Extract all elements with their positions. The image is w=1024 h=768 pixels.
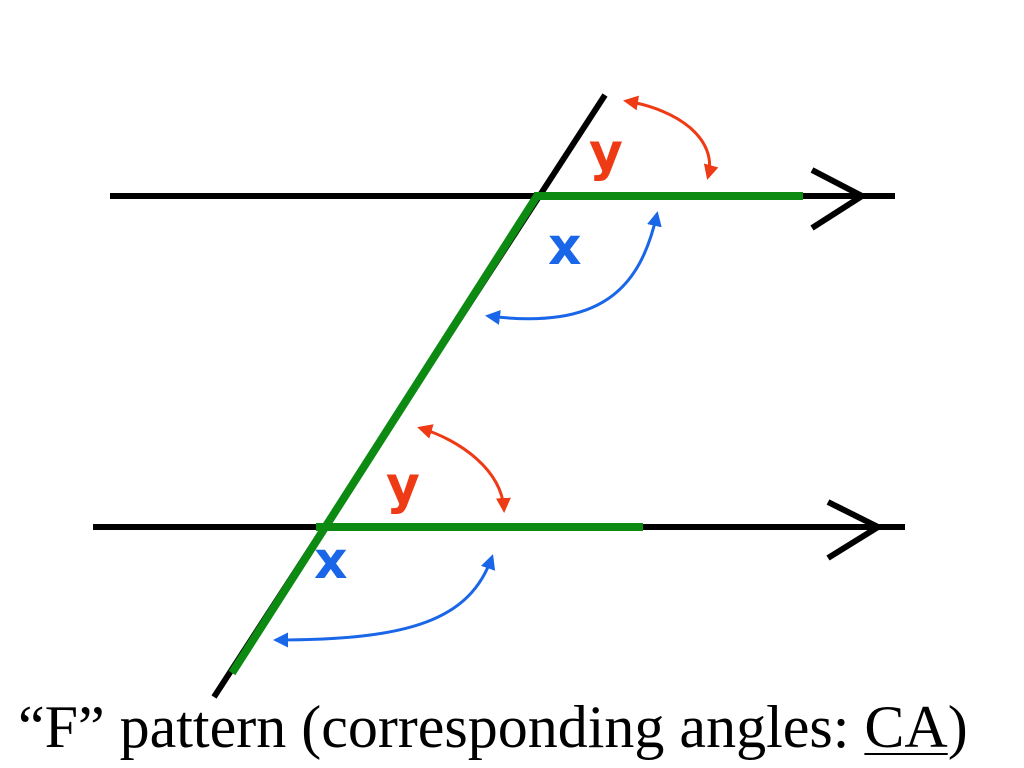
upper-angle-x-label: x bbox=[548, 217, 582, 277]
lower-parallel-arrow-icon bbox=[826, 499, 885, 561]
f-highlight-vertical bbox=[228, 193, 541, 676]
upper-y-angle-arc bbox=[623, 95, 719, 180]
caption: “F” pattern (corresponding angles: CA) bbox=[18, 694, 1024, 760]
caption-prefix: “F” pattern (corresponding angles: bbox=[18, 694, 865, 760]
lower-angle-x-label: x bbox=[314, 531, 348, 591]
upper-x-angle-arc bbox=[485, 211, 662, 325]
caption-suffix: ) bbox=[947, 694, 968, 760]
upper-angle-y-label: y bbox=[589, 123, 623, 183]
lower-x-angle-arc bbox=[273, 554, 496, 648]
caption-abbreviation: CA bbox=[864, 694, 948, 760]
lower-y-angle-arc bbox=[417, 424, 511, 513]
upper-parallel-arrow-icon bbox=[810, 167, 868, 231]
lower-angle-y-label: y bbox=[386, 456, 420, 516]
